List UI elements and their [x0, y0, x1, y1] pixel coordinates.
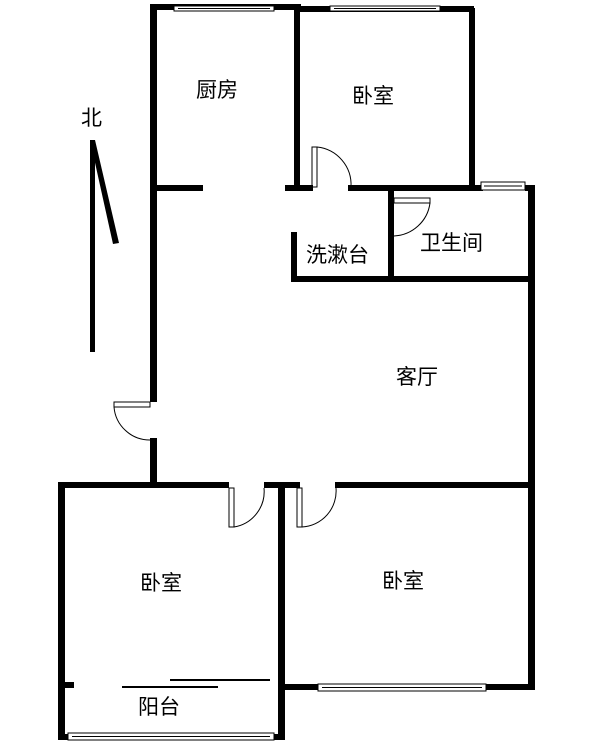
door-bedroom-southeast — [296, 487, 337, 528]
wall-south-top-1 — [58, 482, 229, 488]
room-label-bedroom-southeast: 卧室 — [382, 569, 424, 593]
door-bedroom-north — [311, 146, 352, 188]
room-label-bedroom-north: 卧室 — [352, 84, 394, 108]
walls — [58, 4, 535, 740]
room-label-living-room: 客厅 — [396, 365, 438, 389]
room-label-bedroom-southwest: 卧室 — [140, 571, 182, 595]
wall-west-lower — [150, 438, 157, 488]
wall-west-upper — [150, 4, 157, 402]
wall-kitchen-bottom-right — [285, 185, 313, 191]
wall-east — [528, 185, 535, 690]
room-label-balcony: 阳台 — [138, 695, 180, 719]
north-arrow-icon — [90, 140, 119, 352]
door-bedroom-southwest — [228, 487, 265, 528]
windows — [67, 5, 526, 741]
wall-kitchen-bottom-left — [150, 185, 203, 191]
wall-bedroom-north-right — [469, 8, 475, 190]
room-label-bathroom: 卫生间 — [420, 231, 483, 255]
compass-north-label: 北 — [81, 106, 102, 130]
wall-south-top-3 — [335, 482, 535, 488]
wall-south-divider — [278, 482, 285, 740]
wall-southwest-left-upper — [58, 482, 65, 682]
wall-southwest-left-lower — [58, 686, 65, 738]
door-bathroom — [393, 197, 431, 237]
wall-bathroom-left — [388, 185, 394, 282]
wall-balcony-stub — [58, 682, 74, 688]
room-label-kitchen: 厨房 — [196, 78, 238, 102]
wall-bathroom-bottom — [291, 276, 533, 282]
room-label-washbasin: 洗漱台 — [306, 243, 369, 267]
wall-bedroom-north-bottom — [348, 185, 483, 191]
doors — [113, 146, 431, 528]
wall-washbasin-left — [291, 232, 297, 282]
wall-kitchen-bedroom — [294, 10, 300, 190]
door-entrance — [113, 401, 151, 441]
